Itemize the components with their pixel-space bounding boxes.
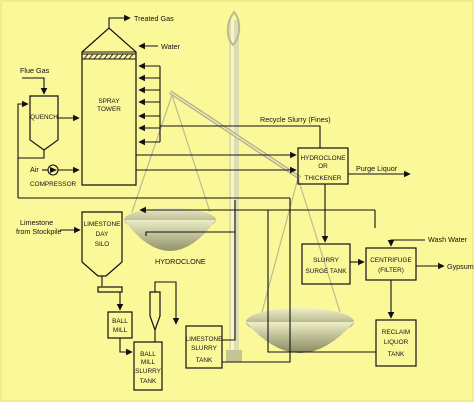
purge-liquor-label: Purge Liquor [356,164,398,173]
reclaim-label-2: LIQUOR [384,339,409,346]
ball-mill-slurry-tank: BALL MILL SLURRY TANK [133,341,163,391]
limestone-day-silo: LIMESTONE DAY SILO [81,211,123,277]
feeder [97,286,123,293]
hydroclone-thickener-label-3: THICKENER [305,175,342,182]
surge-tank-label-2: SURGE TANK [306,268,348,275]
bm-tank-label-1: BALL [140,351,156,358]
air-label: Air [30,165,39,174]
silo-label-3: SILO [95,241,110,248]
bm-tank-label-3: SLURRY [135,368,162,375]
recycle-slurry-line [160,125,321,148]
ls-tank-label-2: SLURRY [191,345,218,352]
limestone-slurry-tank: LIMESTONE SLURRY TANK [185,325,223,369]
recycle-slurry-label: Recycle Slurry (Fines) [260,115,331,124]
centrifuge-label-1: CENTRIFUGE [370,257,412,264]
hydroclone-thickener-label-2: OR [318,163,328,170]
treated-gas-line [108,14,131,28]
mill-to-tank-line [119,338,133,356]
water-label: Water [161,42,181,51]
surge-tank-label-1: SLURRY [313,257,340,264]
spray-tower: SPRAY TOWER [81,27,137,186]
silo-label-2: DAY [96,231,109,238]
reclaim-label-1: RECLAIM [382,329,410,336]
quench: QUENCH [29,95,59,151]
wash-water-line [387,239,425,247]
bm-tank-label-2: MILL [141,359,156,366]
flue-gas-line [22,77,48,95]
reclaim-liquor-tank: RECLAIM LIQUOR TANK [375,319,417,367]
balance-scale-watermark [124,10,354,362]
silo-label-1: LIMESTONE [84,221,121,228]
centrifuge-label-2: (FILTER) [378,267,404,274]
gypsum-label: Gypsum [447,262,474,271]
hydroclone-label: HYDROCLONE [155,257,206,266]
hydroclone-thickener-label-1: HYDROCLONE [300,155,345,162]
limestone-label-1: Limestone [20,218,53,227]
wash-water-label: Wash Water [428,235,468,244]
spray-tower-label-2: TOWER [97,106,121,113]
treated-gas-label: Treated Gas [134,14,174,23]
compressor-triangle-icon [50,167,57,173]
ls-tank-label-3: TANK [196,357,213,364]
limestone-label-2: from Stockpile [16,227,62,236]
hydroclone-vessel [149,291,161,342]
slurry-surge-tank: SLURRY SURGE TANK [301,243,351,285]
ball-mill-label-1: BALL [112,318,128,325]
compressor-label: COMPRESSOR [30,181,77,188]
flue-gas-label: Flue Gas [20,66,50,75]
spray-header [138,62,161,146]
hydroclone-or-thickener: HYDROCLONE OR THICKENER [297,147,349,185]
spray-tower-label-1: SPRAY [98,98,120,105]
slurry-return-line [222,200,291,363]
ball-mill-label-2: MILL [113,327,128,334]
quench-label: QUENCH [30,114,58,121]
reclaim-label-3: TANK [388,351,405,358]
ls-tank-label-1: LIMESTONE [186,336,223,343]
reclaim-to-loop-line [267,232,376,353]
hydroclone-overflow-line [154,281,180,325]
bm-tank-label-4: TANK [140,378,157,385]
